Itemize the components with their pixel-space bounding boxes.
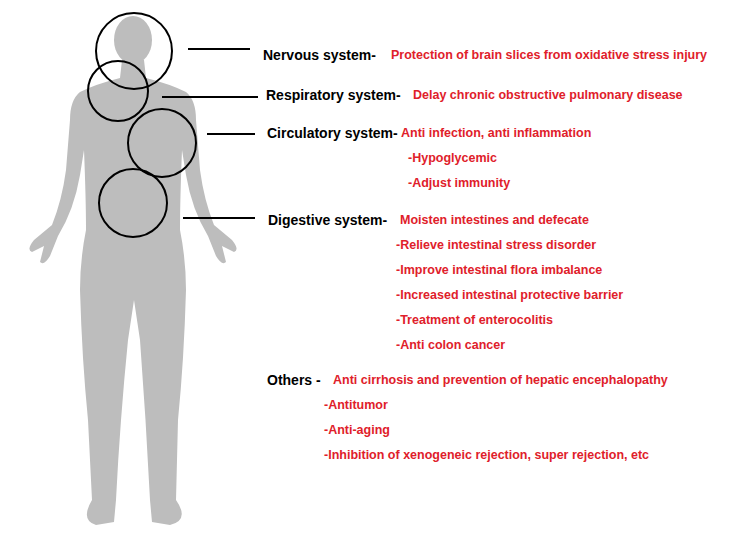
leader-line xyxy=(207,133,255,135)
effect-item: -Increased intestinal protective barrier xyxy=(396,288,623,302)
system-heading: Circulatory system- xyxy=(267,125,398,141)
region-circle xyxy=(128,109,196,177)
system-heading: Digestive system- xyxy=(268,212,387,228)
effect-item: Anti infection, anti inflammation xyxy=(401,126,591,140)
effect-item: Protection of brain slices from oxidativ… xyxy=(391,48,707,62)
effect-item: -Antitumor xyxy=(324,398,388,412)
region-circle xyxy=(99,169,167,237)
effect-item: Anti cirrhosis and prevention of hepatic… xyxy=(333,373,668,387)
head-silhouette xyxy=(114,16,152,64)
system-heading: Others - xyxy=(267,372,321,388)
leader-line xyxy=(188,48,250,50)
system-heading: Nervous system- xyxy=(263,47,376,63)
leader-line xyxy=(183,217,255,219)
effect-item: -Anti-aging xyxy=(324,423,390,437)
system-heading: Respiratory system- xyxy=(266,87,401,103)
effect-item: -Improve intestinal flora imbalance xyxy=(396,263,602,277)
effect-item: -Relieve intestinal stress disorder xyxy=(396,238,596,252)
effect-item: -Hypoglycemic xyxy=(408,151,497,165)
region-circle xyxy=(88,61,148,121)
effect-item: -Inhibition of xenogeneic rejection, sup… xyxy=(324,448,649,462)
body-silhouette xyxy=(29,60,236,525)
leader-line xyxy=(162,96,258,98)
effect-item: -Treatment of enterocolitis xyxy=(396,313,553,327)
effect-item: -Anti colon cancer xyxy=(396,338,505,352)
effect-item: -Adjust immunity xyxy=(408,176,510,190)
effect-item: Delay chronic obstructive pulmonary dise… xyxy=(413,88,683,102)
effect-item: Moisten intestines and defecate xyxy=(400,213,589,227)
region-circle xyxy=(96,13,172,89)
